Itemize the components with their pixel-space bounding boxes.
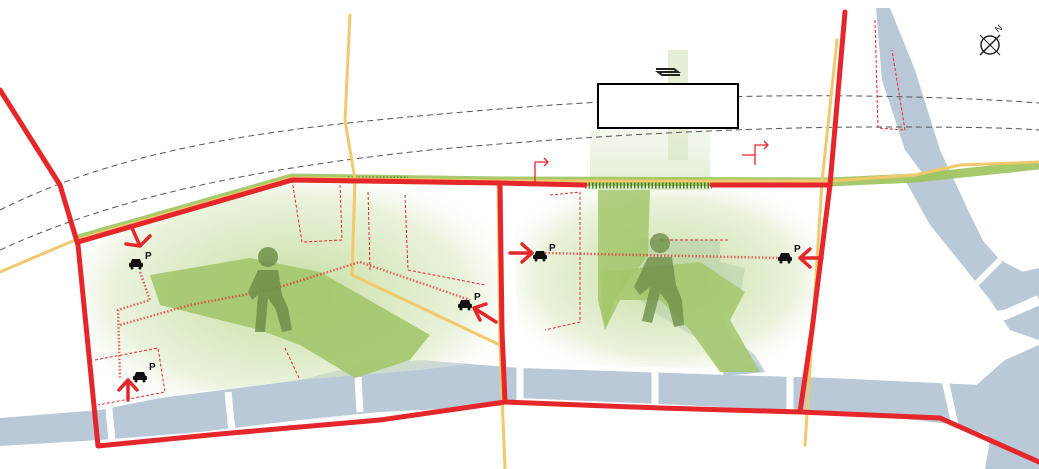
access-arrow-icon xyxy=(472,302,498,324)
parking-west-south: P xyxy=(133,362,156,383)
pedestrian-icon xyxy=(634,233,684,327)
quay-lines xyxy=(104,257,1039,441)
parking-center-west: P xyxy=(533,243,556,262)
primary-road-boulevard xyxy=(75,177,588,245)
access-arrow-icon xyxy=(124,226,152,248)
turn-arrow-icon xyxy=(534,140,769,183)
parking-label: P xyxy=(474,292,481,303)
parking-route-east xyxy=(544,251,781,260)
station-building xyxy=(597,83,739,129)
parking-label: P xyxy=(549,243,556,254)
primary-road-center xyxy=(497,180,508,405)
parking-west-north: P xyxy=(129,251,152,270)
car-icon xyxy=(778,253,792,264)
railway-line-north xyxy=(0,95,1039,211)
parking-markers: P P P P P xyxy=(129,243,801,383)
plaza-west xyxy=(150,258,430,378)
parking-route-west xyxy=(116,271,152,379)
parking-center: P xyxy=(458,292,481,311)
plot-boundaries xyxy=(94,19,906,406)
primary-road-west xyxy=(0,87,1039,465)
north-arrow-icon: N xyxy=(979,23,1004,56)
access-arrow-icon xyxy=(117,378,139,402)
parking-east: P xyxy=(778,244,801,264)
parking-label: P xyxy=(794,244,801,255)
canal-east-diagonal xyxy=(876,8,1039,310)
secondary-road-boulevard xyxy=(0,160,1039,274)
pedestrian-icon xyxy=(248,247,292,332)
railway-line-south xyxy=(0,126,1039,251)
car-icon xyxy=(129,259,143,270)
car-icon xyxy=(533,251,547,262)
secondary-road-east xyxy=(803,38,839,447)
car-icon xyxy=(133,372,147,383)
access-arrow-icon xyxy=(508,242,534,264)
car-icon xyxy=(458,300,472,311)
north-label: N xyxy=(993,23,1004,35)
canal-east-lower xyxy=(905,175,1039,340)
access-arrow-icon xyxy=(798,247,824,269)
station-logo-icon xyxy=(655,68,681,76)
parking-label: P xyxy=(145,251,152,262)
parking-label: P xyxy=(149,362,156,373)
railway-lines xyxy=(0,95,1039,251)
canal-bottom-right xyxy=(965,345,1039,469)
canal-east-branch xyxy=(985,268,1039,300)
access-arrows xyxy=(117,226,824,402)
canal-south-strip xyxy=(0,360,1039,469)
